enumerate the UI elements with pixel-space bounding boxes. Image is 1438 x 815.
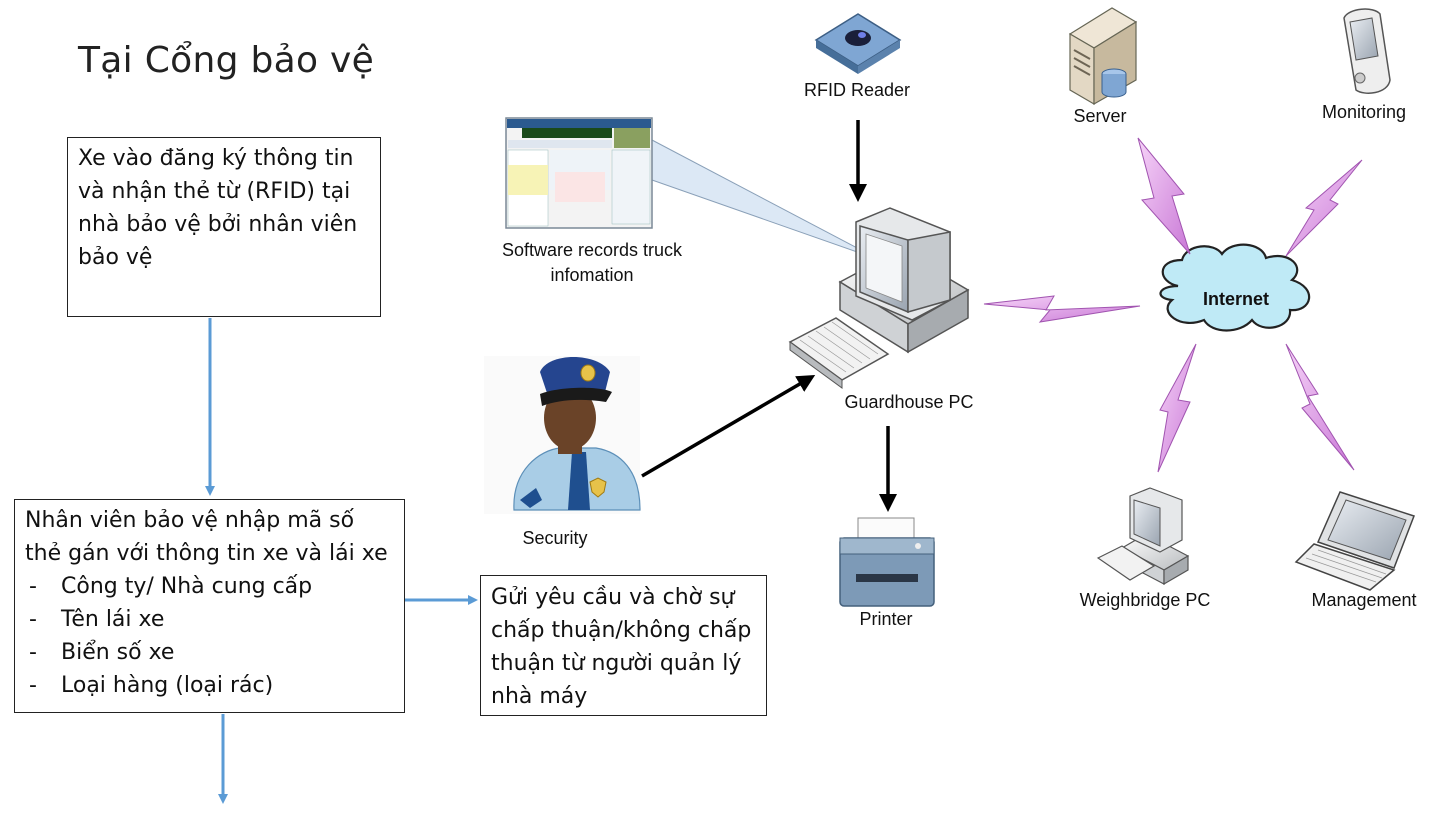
- weighbridge-pc-label: Weighbridge PC: [1079, 590, 1211, 610]
- list-item: Loại hàng (loại rác): [25, 669, 394, 702]
- step-1-text: Xe vào đăng ký thông tin và nhận thẻ từ …: [78, 146, 358, 270]
- server-icon: [1068, 7, 1138, 106]
- list-item: Công ty/ Nhà cung cấp: [25, 570, 394, 603]
- step-3-box: Gửi yêu cầu và chờ sự chấp thuận/không c…: [480, 575, 767, 716]
- lightning-bolt: [1137, 137, 1191, 255]
- server-label: Server: [1073, 106, 1127, 126]
- management-label: Management: [1311, 590, 1417, 610]
- monitoring-label: Monitoring: [1321, 102, 1407, 122]
- management-laptop-icon: [1294, 491, 1415, 591]
- page-title: Tại Cổng bảo vệ: [78, 40, 375, 81]
- security-guard-icon: [484, 356, 641, 514]
- internet-label: Internet: [1203, 289, 1269, 309]
- printer-label: Printer: [859, 609, 913, 629]
- security-to-pc-arrow: [641, 374, 816, 478]
- list-item: Biển số xe: [25, 636, 394, 669]
- rfid-reader-label: RFID Reader: [803, 80, 911, 100]
- lightning-bolt: [1285, 159, 1363, 257]
- rfid-reader-icon: [814, 13, 902, 74]
- software-label: Software records truck infomation: [501, 240, 683, 285]
- step-1-box: Xe vào đăng ký thông tin và nhận thẻ từ …: [67, 137, 381, 317]
- security-label: Security: [522, 528, 588, 548]
- list-item: Tên lái xe: [25, 603, 394, 636]
- lightning-bolt: [1157, 343, 1197, 473]
- step-3-text: Gửi yêu cầu và chờ sự chấp thuận/không c…: [491, 585, 752, 709]
- guardhouse-pc-label: Guardhouse PC: [844, 392, 974, 412]
- monitoring-device-icon: [1343, 8, 1391, 94]
- guardhouse-pc-icon: [788, 207, 970, 389]
- printer-icon: [839, 517, 935, 607]
- lightning-bolt: [983, 295, 1141, 323]
- step-2-heading: Nhân viên bảo vệ nhập mã số thẻ gán với …: [25, 508, 388, 566]
- weighbridge-pc-icon: [1096, 487, 1190, 586]
- vehicle-info-list: Công ty/ Nhà cung cấp Tên lái xe Biển số…: [25, 570, 394, 702]
- lightning-bolt: [1285, 343, 1355, 471]
- wireless-links: [983, 137, 1363, 473]
- internet-cloud-icon: [1159, 243, 1311, 332]
- software-screenshot: [505, 117, 881, 261]
- step-2-box: Nhân viên bảo vệ nhập mã số thẻ gán với …: [14, 499, 405, 713]
